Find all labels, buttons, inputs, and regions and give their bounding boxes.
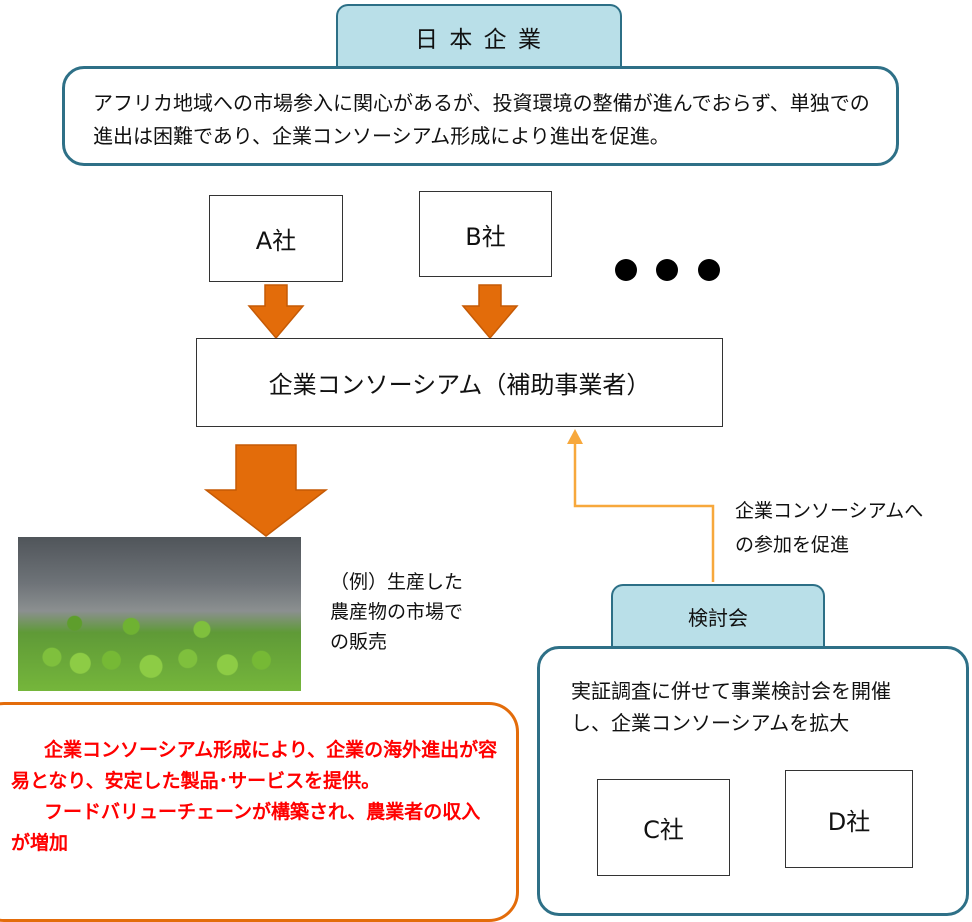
promote-participation-arrow-icon — [567, 429, 715, 582]
company-a-box: A社 — [209, 195, 343, 282]
japanese-companies-description-box: アフリカ地域への市場参入に関心があるが、投資環境の整備が進んでおらず、単独での進… — [62, 66, 899, 166]
vegetable-market-photo — [18, 537, 301, 691]
company-c-box: C社 — [597, 779, 730, 876]
consortium-box: 企業コンソーシアム（補助事業者） — [196, 338, 723, 427]
arrow-a-to-consortium-icon — [247, 284, 305, 340]
more-companies-dot-3 — [698, 259, 720, 281]
company-d-label: D社 — [827, 807, 871, 836]
japanese-companies-description: アフリカ地域への市場参入に関心があるが、投資環境の整備が進んでおらず、単独での進… — [93, 91, 870, 148]
outcome-line-1-text: 企業コンソーシアム形成により、企業の海外進出が容易となり、安定した製品･サービス… — [11, 739, 498, 792]
outcome-line-2: フードバリューチェーンが構築され、農業者の収入が増加 — [11, 797, 498, 859]
more-companies-dot-1 — [615, 259, 637, 281]
japanese-companies-tab: 日 本 企 業 — [336, 4, 622, 68]
review-meeting-description-text: 実証調査に併せて事業検討会を開催し、企業コンソーシアムを拡大 — [571, 679, 891, 735]
japanese-companies-label: 日 本 企 業 — [415, 27, 543, 53]
review-meeting-description: 実証調査に併せて事業検討会を開催し、企業コンソーシアムを拡大 — [571, 675, 911, 739]
arrow-b-to-consortium-icon — [461, 284, 519, 340]
example-caption-text: （例）生産した農産物の市場での販売 — [330, 571, 464, 653]
review-meeting-label: 検討会 — [688, 605, 748, 630]
arrow-consortium-to-market-icon — [204, 444, 328, 537]
company-b-label: B社 — [465, 222, 506, 251]
company-d-box: D社 — [785, 770, 913, 868]
outcome-line-2-text: フードバリューチェーンが構築され、農業者の収入が増加 — [11, 801, 481, 854]
promote-participation-note: 企業コンソーシアムへの参加を促進 — [735, 494, 927, 562]
company-c-label: C社 — [643, 816, 684, 844]
company-a-label: A社 — [255, 227, 297, 255]
review-meeting-tab: 検討会 — [611, 584, 825, 646]
company-b-box: B社 — [419, 191, 552, 277]
promote-participation-text: 企業コンソーシアムへの参加を促進 — [735, 500, 924, 556]
outcome-box: 企業コンソーシアム形成により、企業の海外進出が容易となり、安定した製品･サービス… — [0, 702, 519, 922]
outcome-line-1: 企業コンソーシアム形成により、企業の海外進出が容易となり、安定した製品･サービス… — [11, 735, 498, 797]
example-caption: （例）生産した農産物の市場での販売 — [330, 567, 476, 657]
consortium-label: 企業コンソーシアム（補助事業者） — [268, 371, 651, 399]
more-companies-dot-2 — [656, 259, 678, 281]
